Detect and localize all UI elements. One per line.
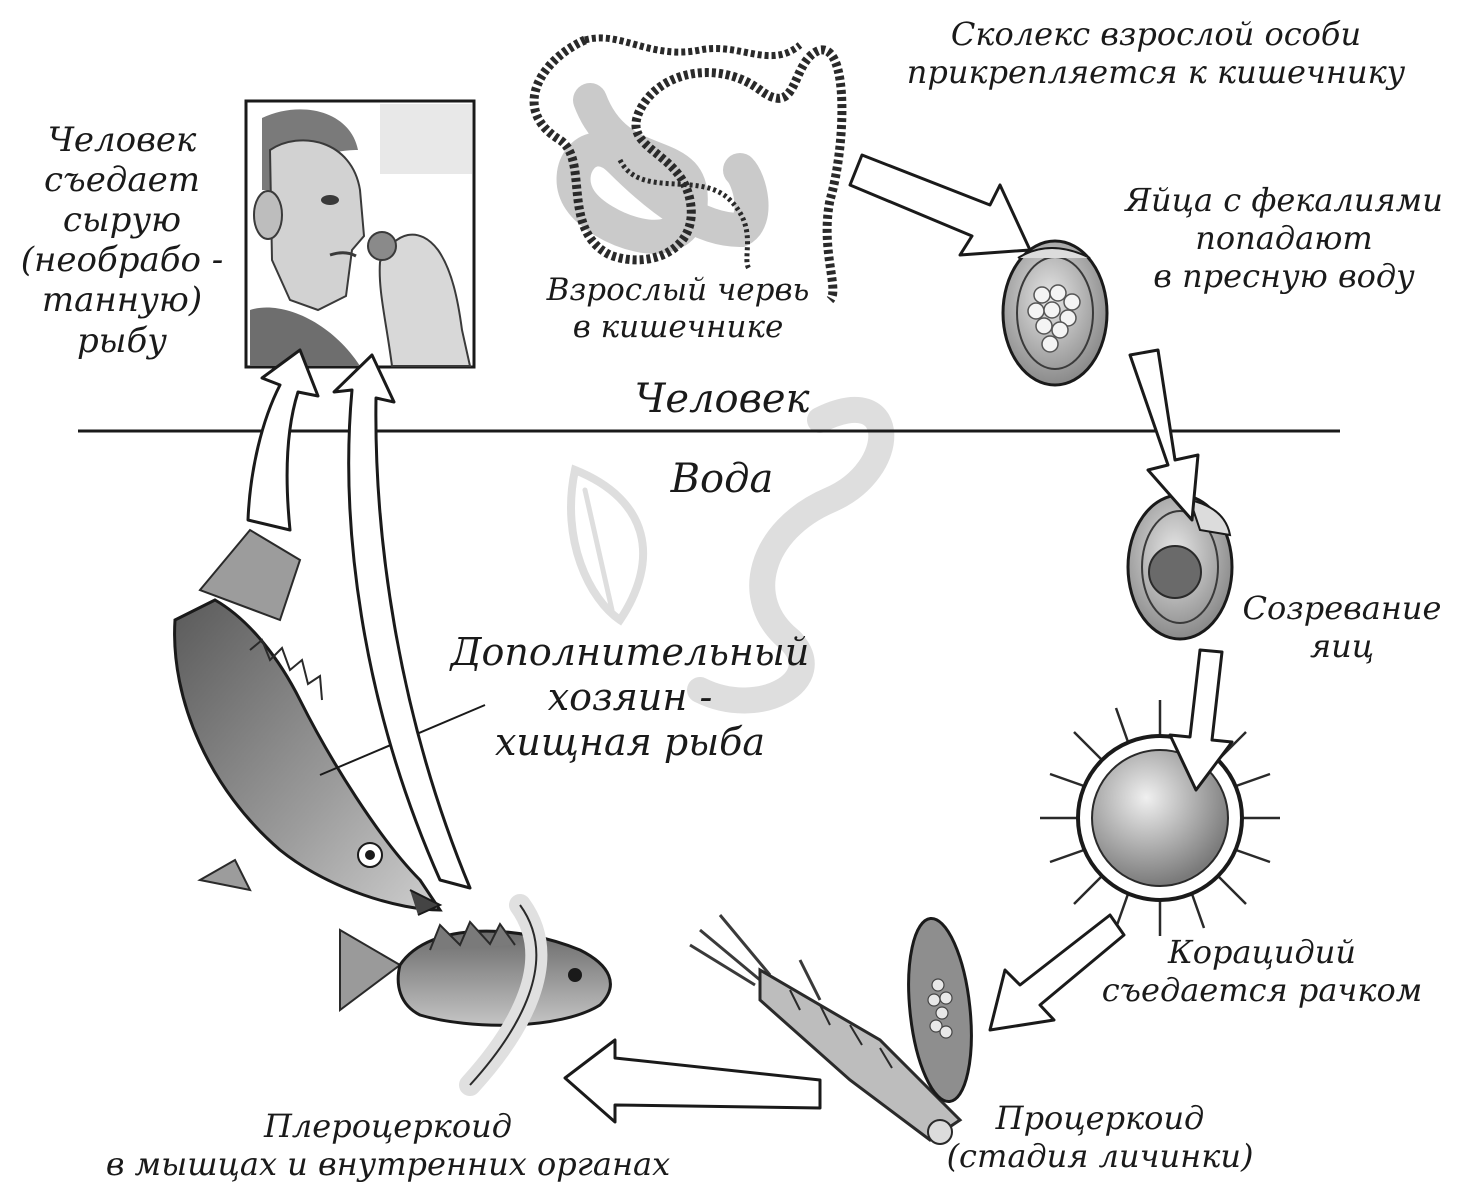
label-line: Сколекс взрослой особи [858,16,1454,54]
label-line: (необрабо - [6,240,238,280]
zone-label-human: Человек [635,376,810,422]
zone-label-water: Вода [670,456,774,502]
adult-worm-illustration [534,38,842,300]
label-line: хозяин - [420,675,840,720]
maturing-egg-illustration [1128,495,1232,639]
label-line: в кишечнике [518,309,838,346]
label-line: Созревание [1228,590,1456,628]
label-line: попадают [1108,220,1460,258]
label-line: Процеркоид [940,1100,1260,1138]
label-plerocercoid: Плероцеркоид в мышцах и внутренних орган… [48,1108,728,1184]
arrow-egg-to-maturation [1130,350,1198,520]
label-line: в пресную воду [1108,258,1460,296]
label-line: прикрепляется к кишечнику [858,54,1454,92]
label-line: Дополнительный [420,630,840,675]
label-line: Плероцеркоид [48,1108,728,1146]
label-line: (стадия личинки) [940,1138,1260,1176]
label-maturation: Созревание яиц [1228,590,1456,666]
label-adult-worm: Взрослый червь в кишечнике [518,272,838,345]
label-line: в мышцах и внутренних органах [48,1146,728,1184]
label-line: съедается рачком [1064,972,1460,1010]
label-scolex: Сколекс взрослой особи прикрепляется к к… [858,16,1454,92]
arrow-scolex-to-egg [850,155,1030,255]
label-line: Человек [6,120,238,160]
label-line: рыбу [6,321,238,361]
label-extra-host: Дополнительный хозяин - хищная рыба [420,630,840,764]
label-line: яиц [1228,628,1456,666]
label-line: съедает [6,160,238,200]
label-procercoid: Процеркоид (стадия личинки) [940,1100,1260,1176]
egg-in-water-illustration [1003,241,1107,385]
human-eating-fish-illustration [246,101,474,367]
coracidium-illustration [1040,700,1280,936]
label-eggs-in-water: Яйца с фекалиями попадают в пресную воду [1108,182,1460,295]
label-line: Корацидий [1064,934,1460,972]
label-line: Взрослый червь [518,272,838,309]
label-line: Яйца с фекалиями [1108,182,1460,220]
label-line: танную) [6,280,238,320]
label-coracidium: Корацидий съедается рачком [1064,934,1460,1010]
label-line: сырую [6,200,238,240]
copepod-procercoid-illustration [690,915,979,1144]
label-human-eats-raw-fish: Человек съедает сырую (необрабо - танную… [6,120,238,361]
small-fish-illustration [340,905,610,1085]
arrow-small-fish-to-human [248,350,318,530]
label-line: хищная рыба [420,720,840,765]
